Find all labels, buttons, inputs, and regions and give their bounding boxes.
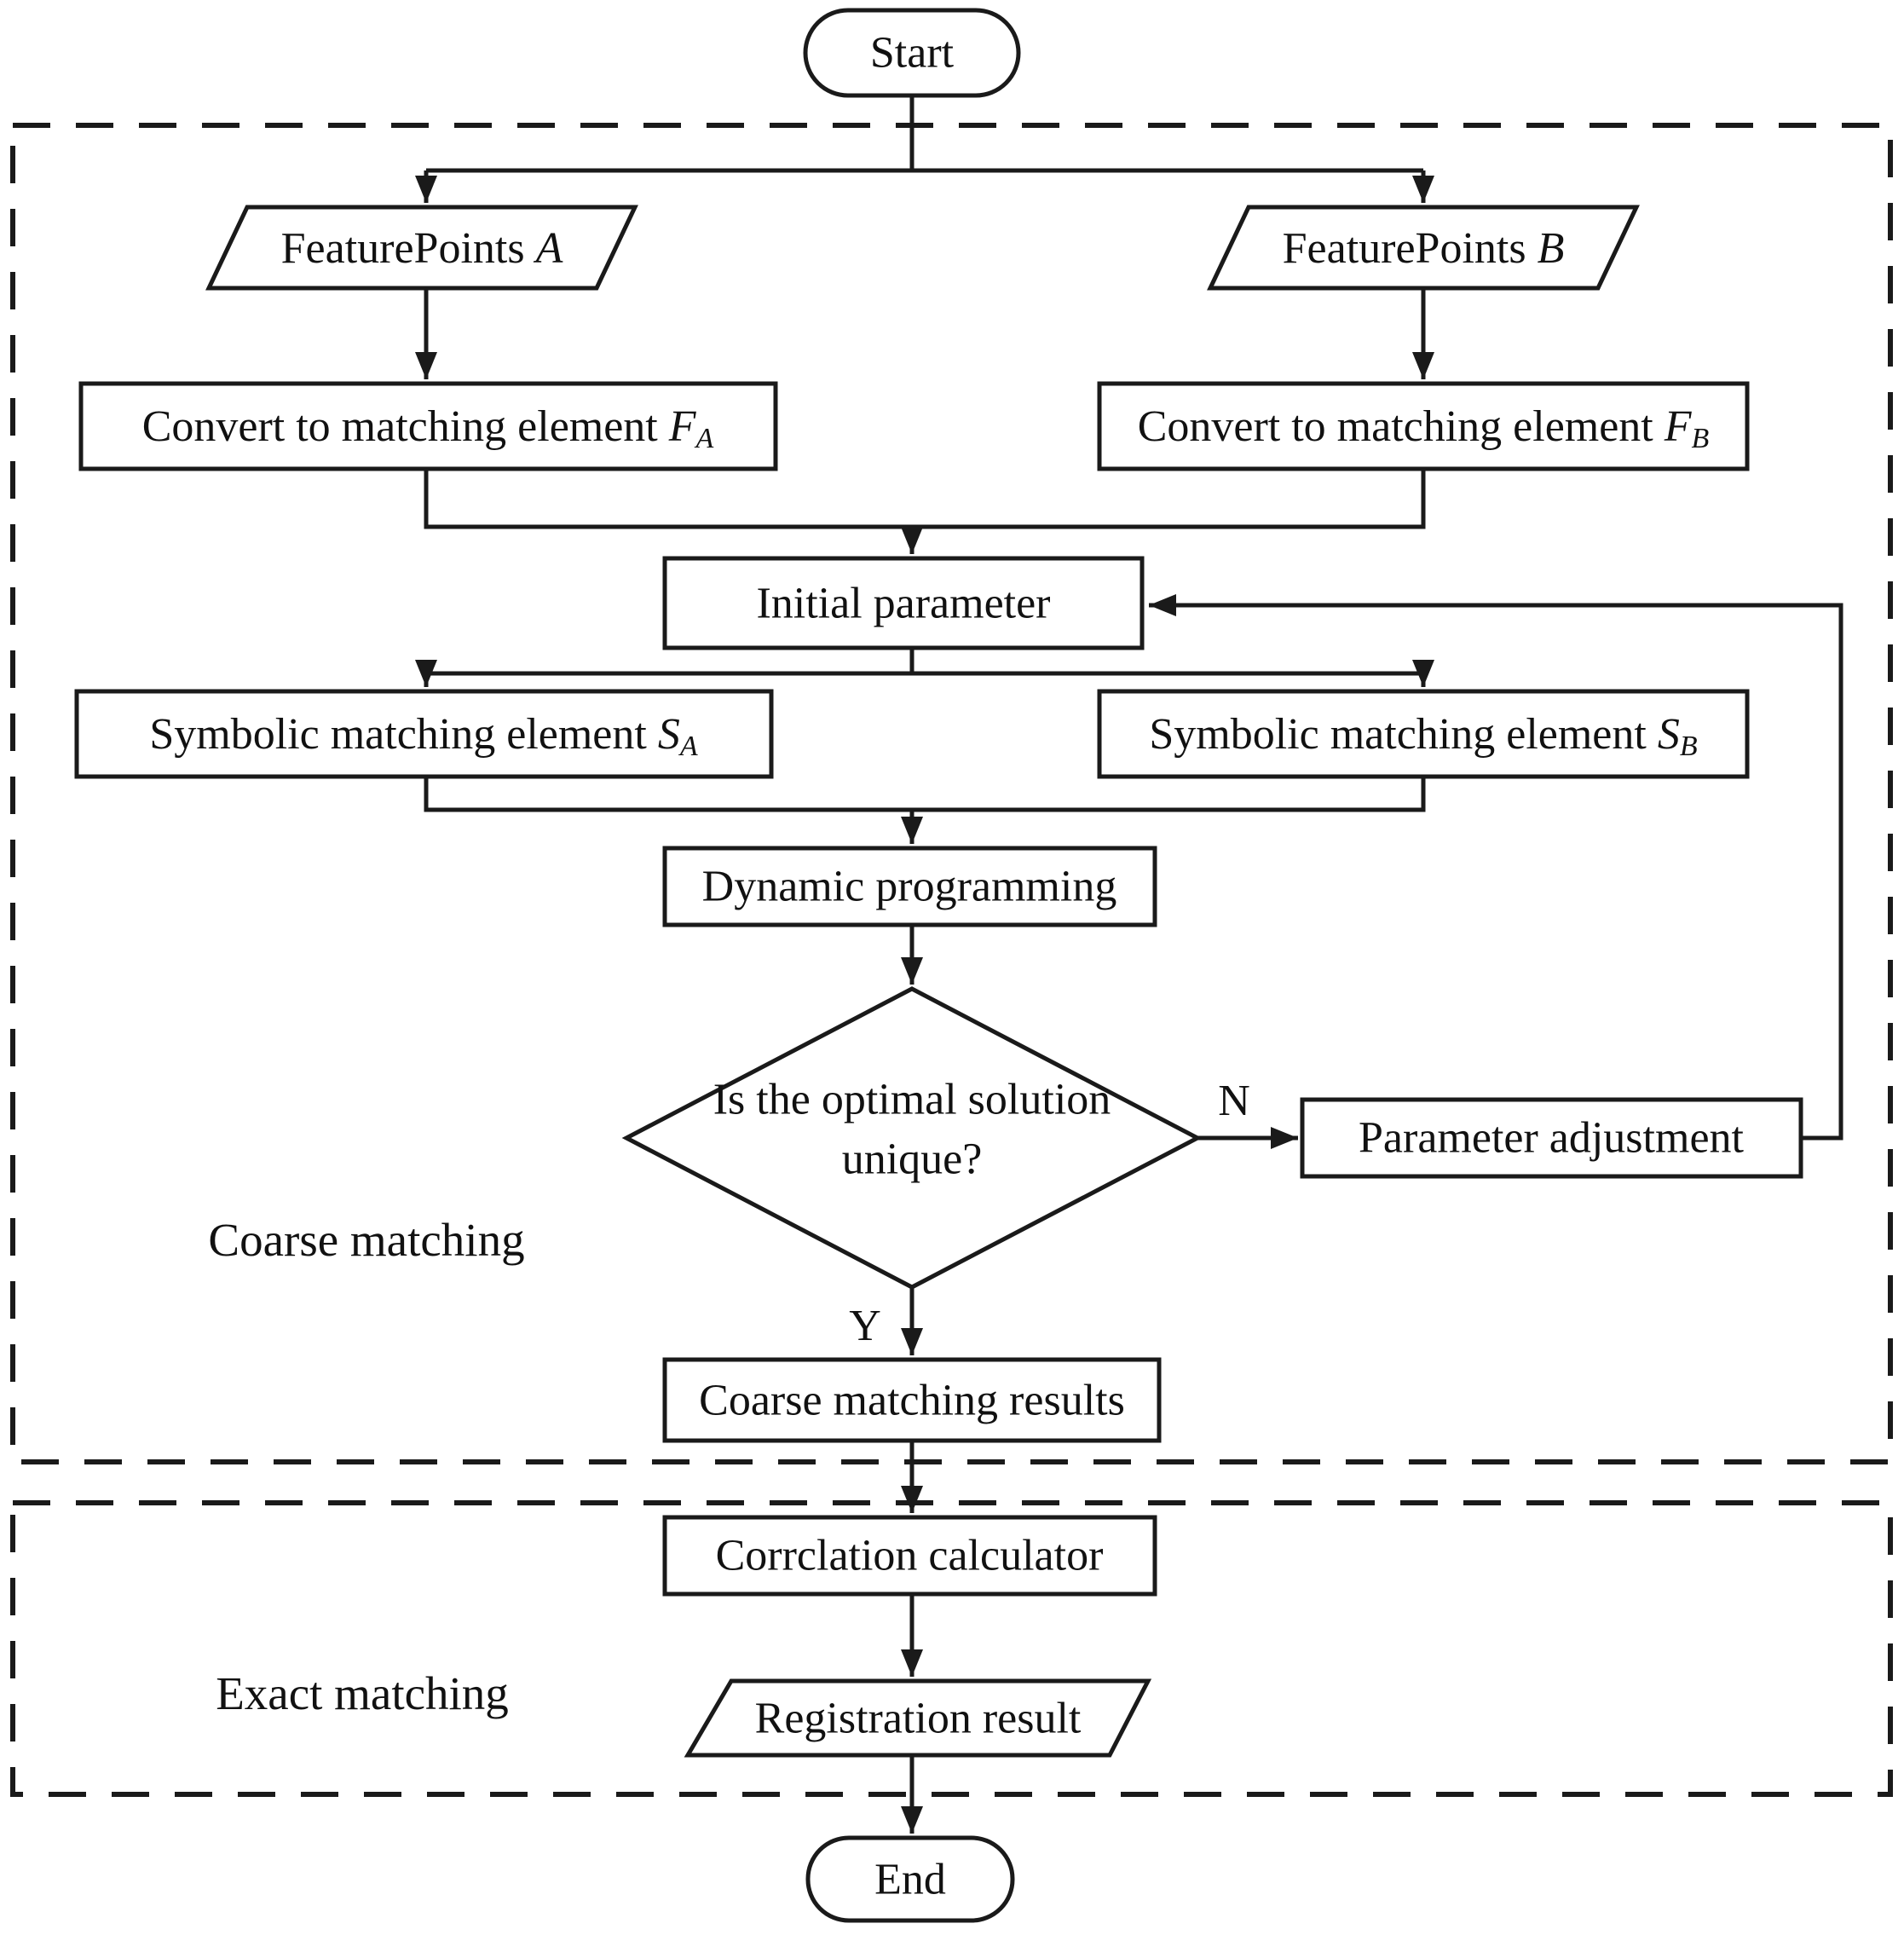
coarse-results-node xyxy=(662,1357,1162,1443)
coarse-results-label: Coarse matching results xyxy=(699,1377,1125,1425)
exact-matching-section-label: Exact matching xyxy=(216,1667,509,1719)
branch-label-no: N xyxy=(1218,1077,1250,1125)
branch-label-yes: Y xyxy=(849,1302,881,1350)
symbolic-b-node xyxy=(1097,689,1750,779)
start-node xyxy=(803,8,1021,98)
symbolic-a-label: Symbolic matching element SA xyxy=(149,710,697,762)
parameter-adjustment-node xyxy=(1300,1097,1803,1179)
end-label: End xyxy=(874,1856,946,1904)
registration-result-node xyxy=(684,1678,1152,1758)
edge-adjustment-loop xyxy=(1149,594,1843,1141)
coarse-matching-section-box xyxy=(10,123,1893,1464)
start-label: Start xyxy=(870,29,955,78)
correlation-calculator-label: Corrclation calculator xyxy=(716,1532,1104,1580)
feature-points-a-label: FeaturePoints A xyxy=(281,224,563,273)
symbolic-b-label: Symbolic matching element SB xyxy=(1149,710,1697,762)
edge-convert-merge xyxy=(424,469,1426,529)
feature-points-b-node xyxy=(1207,205,1640,291)
convert-b-label: Convert to matching element FB xyxy=(1138,402,1710,454)
feature-points-a-node xyxy=(205,205,638,291)
registration-result-label: Registration result xyxy=(755,1695,1082,1743)
dynamic-programming-node xyxy=(662,846,1157,927)
initial-parameter-node xyxy=(662,556,1145,650)
convert-a-node xyxy=(78,381,778,471)
coarse-matching-section-label: Coarse matching xyxy=(208,1214,524,1266)
end-node xyxy=(805,1835,1015,1923)
dynamic-programming-label: Dynamic programming xyxy=(702,863,1117,911)
parameter-adjustment-label: Parameter adjustment xyxy=(1359,1114,1745,1163)
exact-matching-section-box xyxy=(10,1500,1893,1797)
initial-parameter-label: Initial parameter xyxy=(756,580,1050,628)
decision-node xyxy=(621,986,1203,1290)
edge-symbolic-merge xyxy=(424,777,1426,812)
convert-a-label: Convert to matching element FA xyxy=(142,402,714,454)
correlation-calculator-node xyxy=(662,1515,1157,1597)
decision-label-line2: unique? xyxy=(842,1135,983,1184)
symbolic-a-node xyxy=(74,689,774,779)
feature-points-b-label: FeaturePoints B xyxy=(1283,224,1565,273)
convert-b-node xyxy=(1097,381,1750,471)
decision-label-line1: Is the optimal solution xyxy=(713,1076,1111,1124)
